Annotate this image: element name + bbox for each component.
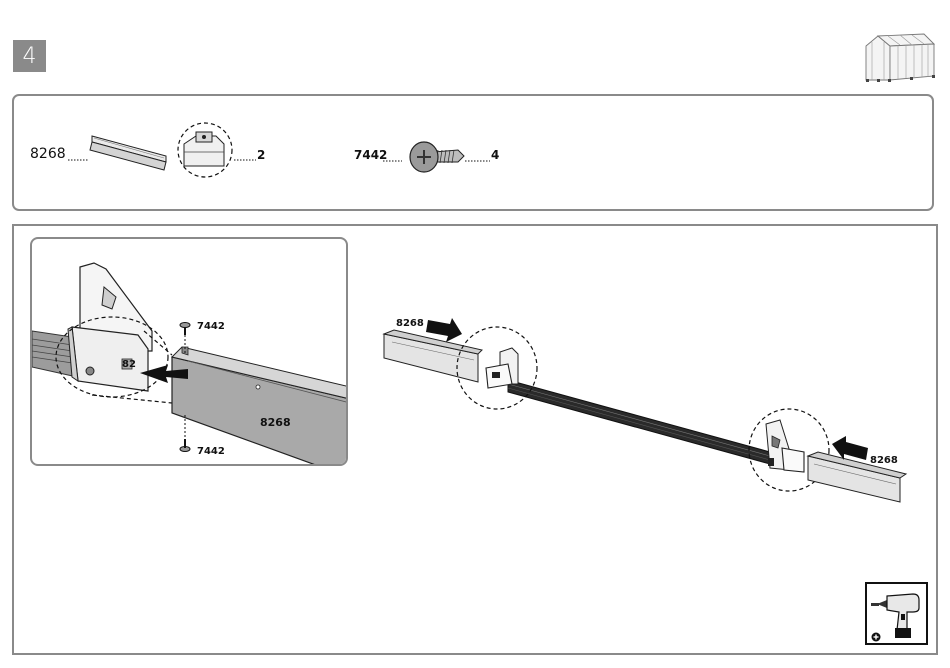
tool-box	[865, 582, 928, 645]
plus-icon	[871, 632, 881, 642]
assembly-right-beam-label: 8268	[870, 455, 898, 466]
assembly-left-beam-label: 8268	[396, 318, 424, 329]
